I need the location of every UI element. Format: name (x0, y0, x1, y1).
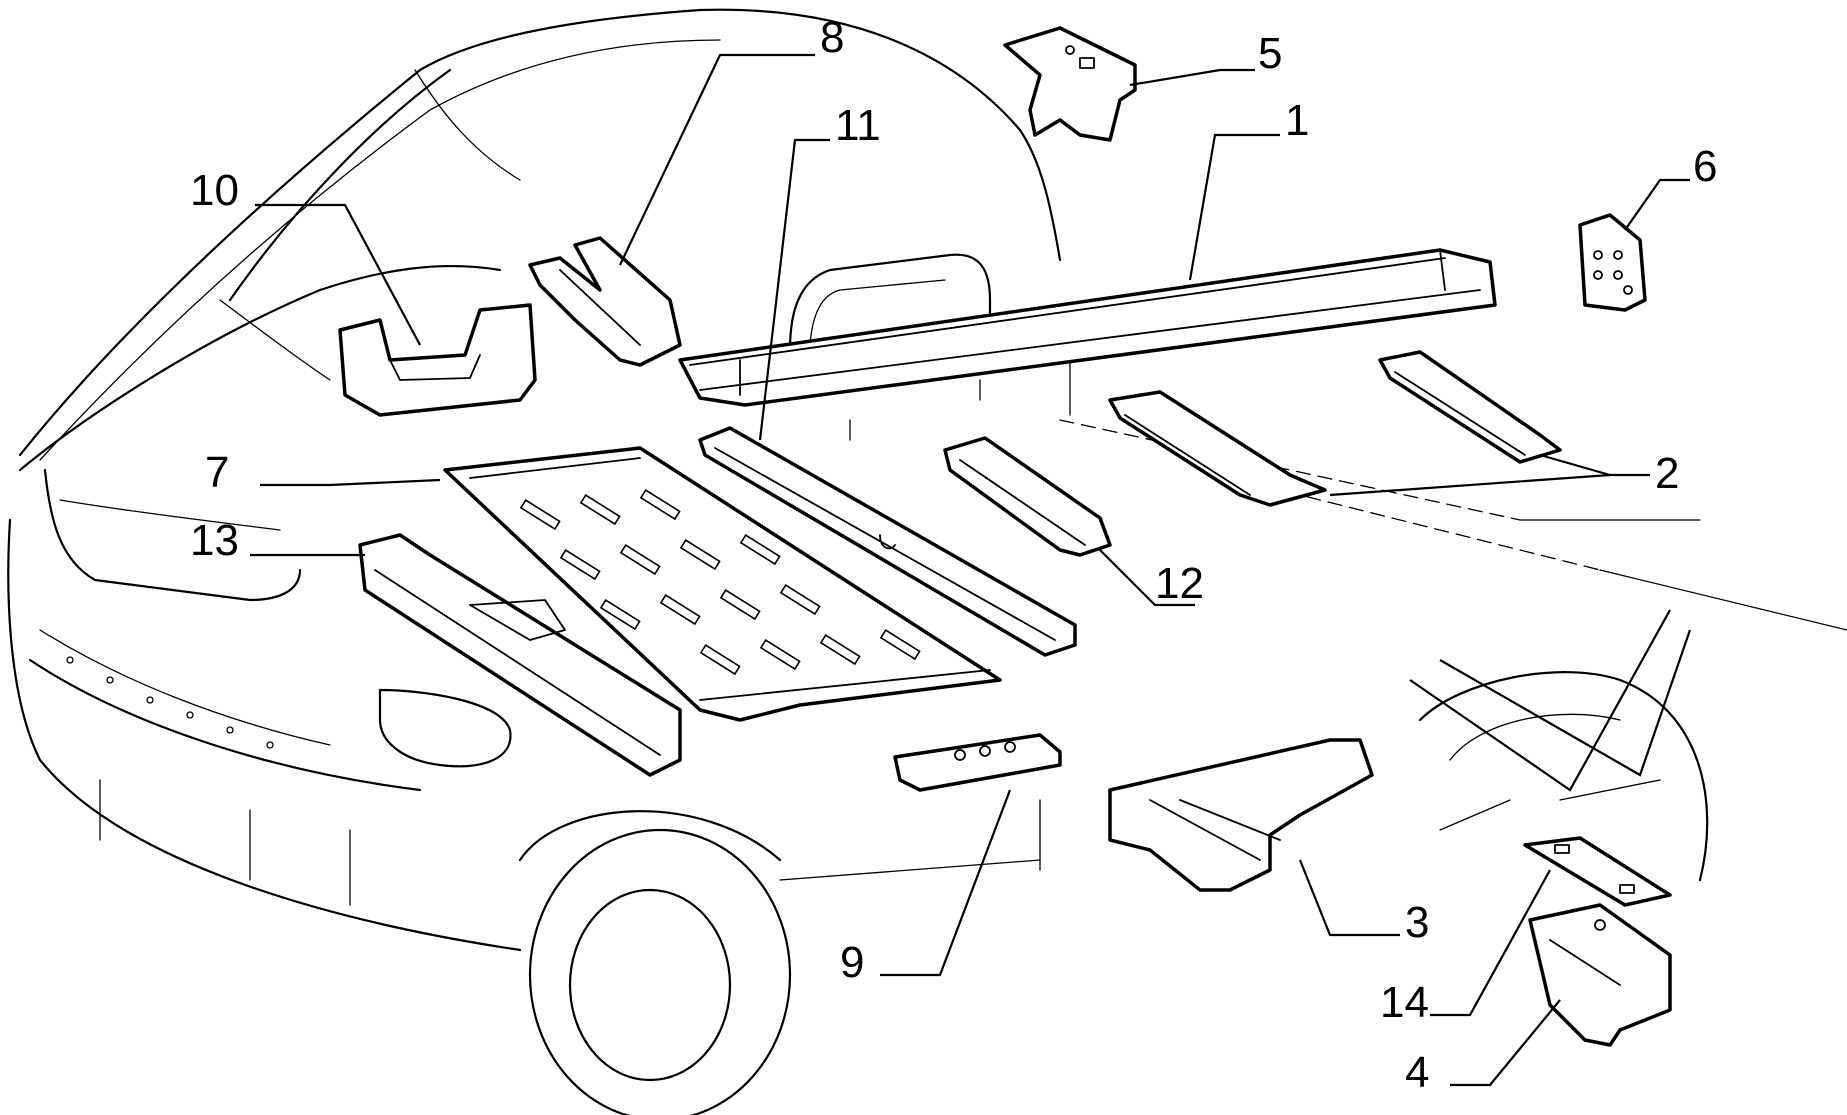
leader-9 (880, 789, 1012, 977)
callout-13: 13 (190, 516, 239, 565)
callout-14: 14 (1380, 978, 1429, 1027)
part-6-small-plate (1578, 213, 1647, 312)
leader-4 (1450, 999, 1561, 1087)
callout-11: 11 (835, 101, 881, 150)
callout-8: 8 (820, 13, 844, 62)
part-13-front-cross-member (358, 533, 682, 777)
part-4-support-bracket (1528, 903, 1672, 1047)
part-2-cross-member-left (1108, 390, 1327, 507)
part-7-floor-panel (443, 446, 1002, 722)
callout-6: 6 (1693, 142, 1717, 191)
part-9-small-channel (893, 733, 1062, 792)
leader-6 (1624, 178, 1690, 231)
leader-1 (1188, 133, 1280, 281)
callout-4: 4 (1405, 1048, 1429, 1097)
callout-7: 7 (205, 448, 229, 497)
leader-5 (1129, 68, 1255, 87)
part-2-cross-member-right (1378, 350, 1562, 464)
callout-1: 1 (1285, 96, 1309, 145)
part-12-short-channel (943, 436, 1112, 557)
callout-5: 5 (1258, 29, 1282, 78)
leader-rear-b (1439, 629, 1692, 777)
leader-12 (1099, 549, 1195, 607)
part-1-longitudinal-member (678, 248, 1497, 407)
leader-7 (260, 478, 441, 487)
leader-2b (1539, 453, 1611, 477)
leader-14 (1430, 869, 1551, 1017)
leader-11 (758, 138, 830, 441)
part-5-mounting-bracket (1003, 26, 1137, 142)
leader-lines (250, 53, 1692, 1087)
part-8-side-bracket (528, 236, 682, 367)
part-10-u-bracket (338, 303, 537, 417)
callout-2: 2 (1655, 449, 1679, 498)
part-14-flat-plate (1523, 836, 1672, 907)
callout-labels: 1 2 3 4 5 6 7 8 9 10 11 12 13 14 (190, 13, 1717, 1097)
callout-12: 12 (1155, 559, 1204, 608)
callout-3: 3 (1405, 898, 1429, 947)
leader-2 (1329, 473, 1650, 497)
leader-rear-a (1409, 609, 1671, 792)
callout-9: 9 (840, 938, 864, 987)
part-3-rear-bracket (1108, 738, 1374, 892)
leader-3 (1298, 859, 1400, 937)
part-11-inner-channel (698, 426, 1077, 657)
callout-10: 10 (190, 166, 239, 215)
leader-10 (255, 203, 421, 346)
leader-8 (619, 53, 815, 266)
